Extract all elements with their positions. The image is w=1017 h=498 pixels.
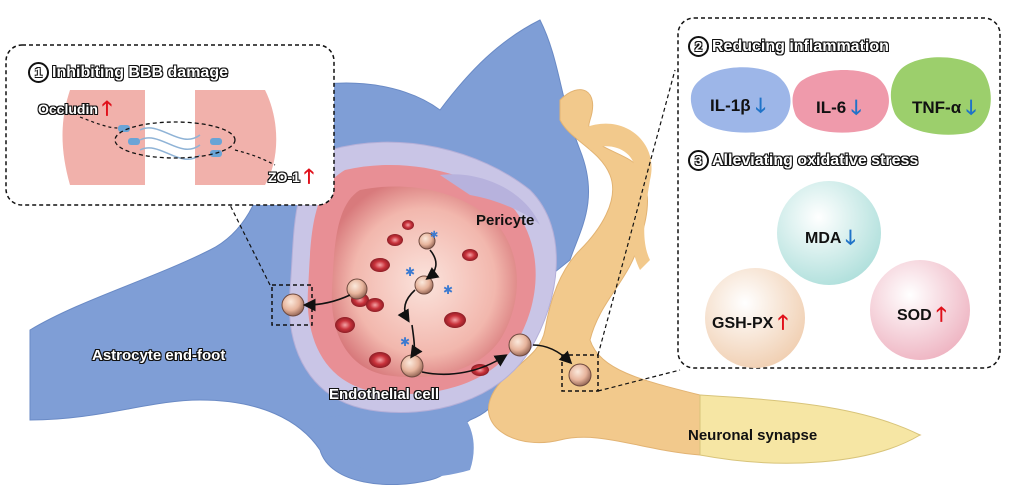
occludin-pointer [79, 116, 119, 129]
bbb-number-badge: 1 [28, 62, 49, 83]
inflammation-number-badge: 2 [688, 36, 709, 57]
movement-arrows [302, 249, 573, 376]
up-arrow-icon: 🡑 [303, 166, 315, 188]
zo1-pointer [234, 149, 276, 166]
sod-sphere [870, 260, 970, 360]
il6-blob [792, 70, 889, 133]
svg-text:✱: ✱ [430, 230, 438, 241]
astrocyte-lower-lobe [310, 400, 474, 478]
bbb-focus-box [271, 284, 313, 326]
synapse-focus-box [561, 354, 599, 392]
sod-label: SOD 🡑 [897, 304, 947, 326]
svg-text:✱: ✱ [400, 335, 410, 349]
astrocyte-label: Astrocyte end-foot [92, 347, 226, 364]
down-arrow-icon: 🡓 [845, 227, 856, 249]
il1b-label: IL-1β 🡓 [710, 95, 766, 117]
down-arrow-icon: 🡓 [755, 95, 766, 117]
il6-label: IL-6 🡓 [816, 97, 862, 119]
synapse-terminal [699, 394, 922, 464]
tnfa-label: TNF-α 🡓 [912, 97, 977, 119]
il1b-blob [690, 67, 791, 133]
down-arrow-icon: 🡓 [965, 97, 977, 119]
occludin-label: Occludin 🡑 [38, 98, 113, 120]
endothelial-label: Endothelial cell [329, 386, 440, 403]
up-arrow-icon: 🡑 [101, 98, 113, 120]
oxidative-number-badge: 3 [688, 150, 709, 171]
tnfa-blob [890, 57, 991, 135]
molecule-markers: ✱ ✱ ✱ ✱ [400, 230, 453, 349]
endothelial-cell-left [62, 90, 145, 185]
gsh-px-label: GSH-PX 🡑 [712, 312, 789, 334]
neuron-branch [580, 123, 652, 270]
mda-label: MDA 🡓 [805, 227, 856, 249]
endothelial-cell-right [195, 90, 277, 185]
up-arrow-icon: 🡑 [777, 312, 789, 334]
tight-junction-outline [114, 121, 236, 159]
svg-text:✱: ✱ [405, 265, 415, 279]
up-arrow-icon: 🡑 [936, 304, 947, 326]
red-blood-cells [335, 220, 489, 376]
synapse-connector-top [597, 69, 676, 356]
pericyte-shape [440, 174, 540, 225]
gsh-px-sphere [705, 268, 805, 368]
bbb-connector [229, 204, 271, 286]
mda-sphere [777, 181, 881, 285]
junction-strands [139, 127, 201, 161]
synapse-label: Neuronal synapse [688, 427, 818, 444]
pericyte-label: Pericyte [476, 212, 535, 229]
synapse-connector-bottom [597, 369, 681, 392]
svg-text:✱: ✱ [443, 283, 453, 297]
zo1-label: ZO-1 🡑 [268, 166, 315, 188]
down-arrow-icon: 🡓 [850, 97, 862, 119]
